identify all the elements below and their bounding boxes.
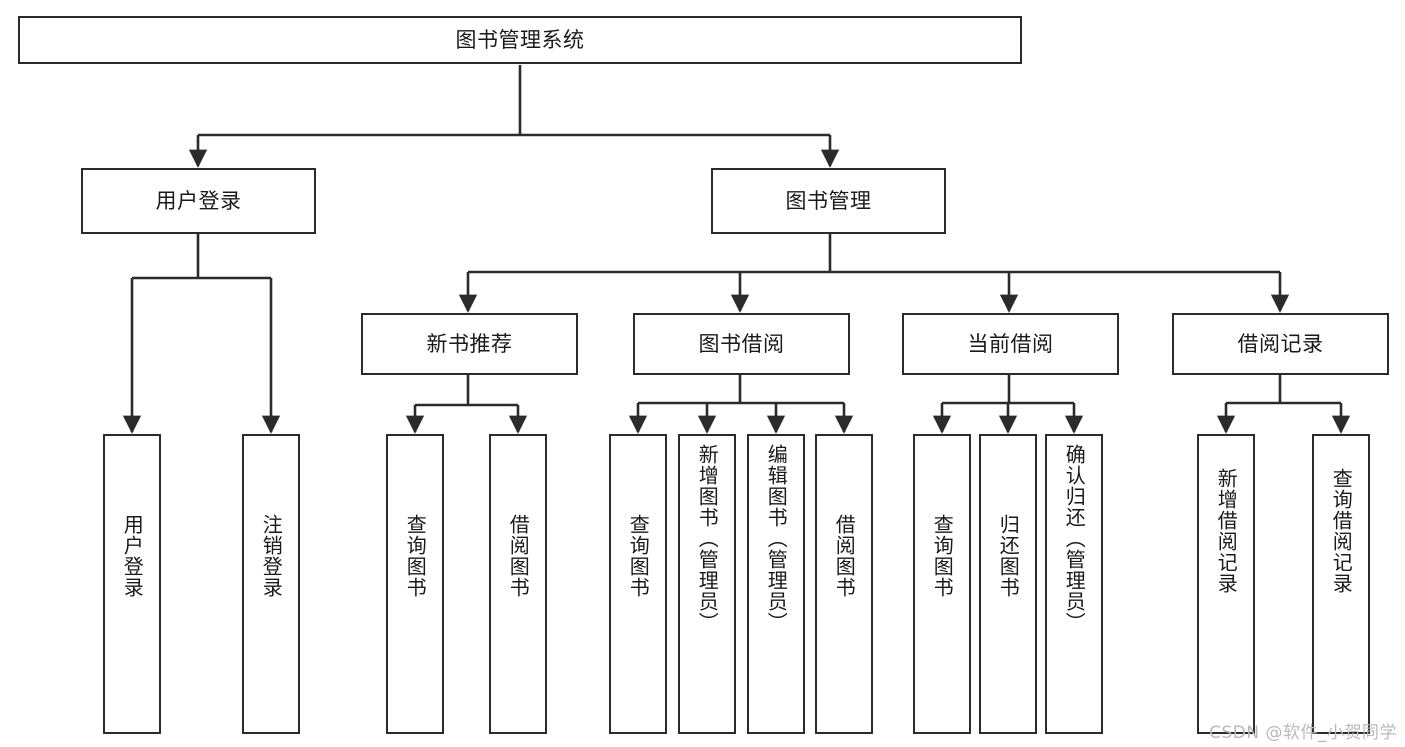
leaf-current-borrow-return-label: 归还图书: [996, 514, 1021, 598]
leaf-current-borrow-return[interactable]: 归还图书: [979, 434, 1037, 734]
leaf-borrow-record-query[interactable]: 查询借阅记录: [1312, 434, 1370, 734]
leaf-borrow-record-add-label: 新增借阅记录: [1214, 468, 1239, 594]
leaf-user-login-signin-label: 用户登录: [120, 514, 145, 598]
leaf-user-login-signin[interactable]: 用户登录: [103, 434, 161, 734]
leaf-current-borrow-confirm[interactable]: 确认归还（管理员）: [1045, 434, 1103, 734]
leaf-new-book-query[interactable]: 查询图书: [386, 434, 444, 734]
leaf-user-login-signout-label: 注销登录: [259, 514, 284, 598]
leaf-borrow-record-query-label: 查询借阅记录: [1329, 468, 1354, 594]
leaf-book-borrow-lend-label: 借阅图书: [832, 514, 857, 598]
node-current-borrow-label: 当前借阅: [967, 331, 1054, 356]
node-new-book-recommend[interactable]: 新书推荐: [361, 313, 578, 375]
node-book-management[interactable]: 图书管理: [711, 168, 946, 234]
leaf-borrow-record-add[interactable]: 新增借阅记录: [1197, 434, 1255, 734]
node-book-borrow-label: 图书借阅: [698, 331, 785, 356]
node-root[interactable]: 图书管理系统: [18, 16, 1022, 64]
leaf-book-borrow-query[interactable]: 查询图书: [609, 434, 667, 734]
node-user-login[interactable]: 用户登录: [81, 168, 316, 234]
node-book-borrow[interactable]: 图书借阅: [633, 313, 850, 375]
node-borrow-record-label: 借阅记录: [1237, 331, 1324, 356]
leaf-book-borrow-add-label: 新增图书（管理员）: [695, 444, 720, 633]
leaf-current-borrow-query[interactable]: 查询图书: [913, 434, 971, 734]
leaf-new-book-query-label: 查询图书: [403, 514, 428, 598]
leaf-new-book-borrow[interactable]: 借阅图书: [489, 434, 547, 734]
node-root-label: 图书管理系统: [455, 27, 585, 52]
leaf-user-login-signout[interactable]: 注销登录: [242, 434, 300, 734]
csdn-watermark: CSDN @软件_小贺同学: [1209, 723, 1397, 743]
leaf-book-borrow-add[interactable]: 新增图书（管理员）: [678, 434, 736, 734]
leaf-current-borrow-query-label: 查询图书: [930, 514, 955, 598]
leaf-new-book-borrow-label: 借阅图书: [506, 514, 531, 598]
leaf-book-borrow-edit[interactable]: 编辑图书（管理员）: [747, 434, 805, 734]
node-book-management-label: 图书管理: [785, 188, 872, 213]
leaf-book-borrow-edit-label: 编辑图书（管理员）: [764, 444, 789, 633]
node-new-book-recommend-label: 新书推荐: [426, 331, 513, 356]
node-current-borrow[interactable]: 当前借阅: [902, 313, 1119, 375]
leaf-book-borrow-query-label: 查询图书: [626, 514, 651, 598]
node-borrow-record[interactable]: 借阅记录: [1172, 313, 1389, 375]
leaf-current-borrow-confirm-label: 确认归还（管理员）: [1062, 444, 1087, 633]
node-user-login-label: 用户登录: [155, 188, 242, 213]
leaf-book-borrow-lend[interactable]: 借阅图书: [815, 434, 873, 734]
